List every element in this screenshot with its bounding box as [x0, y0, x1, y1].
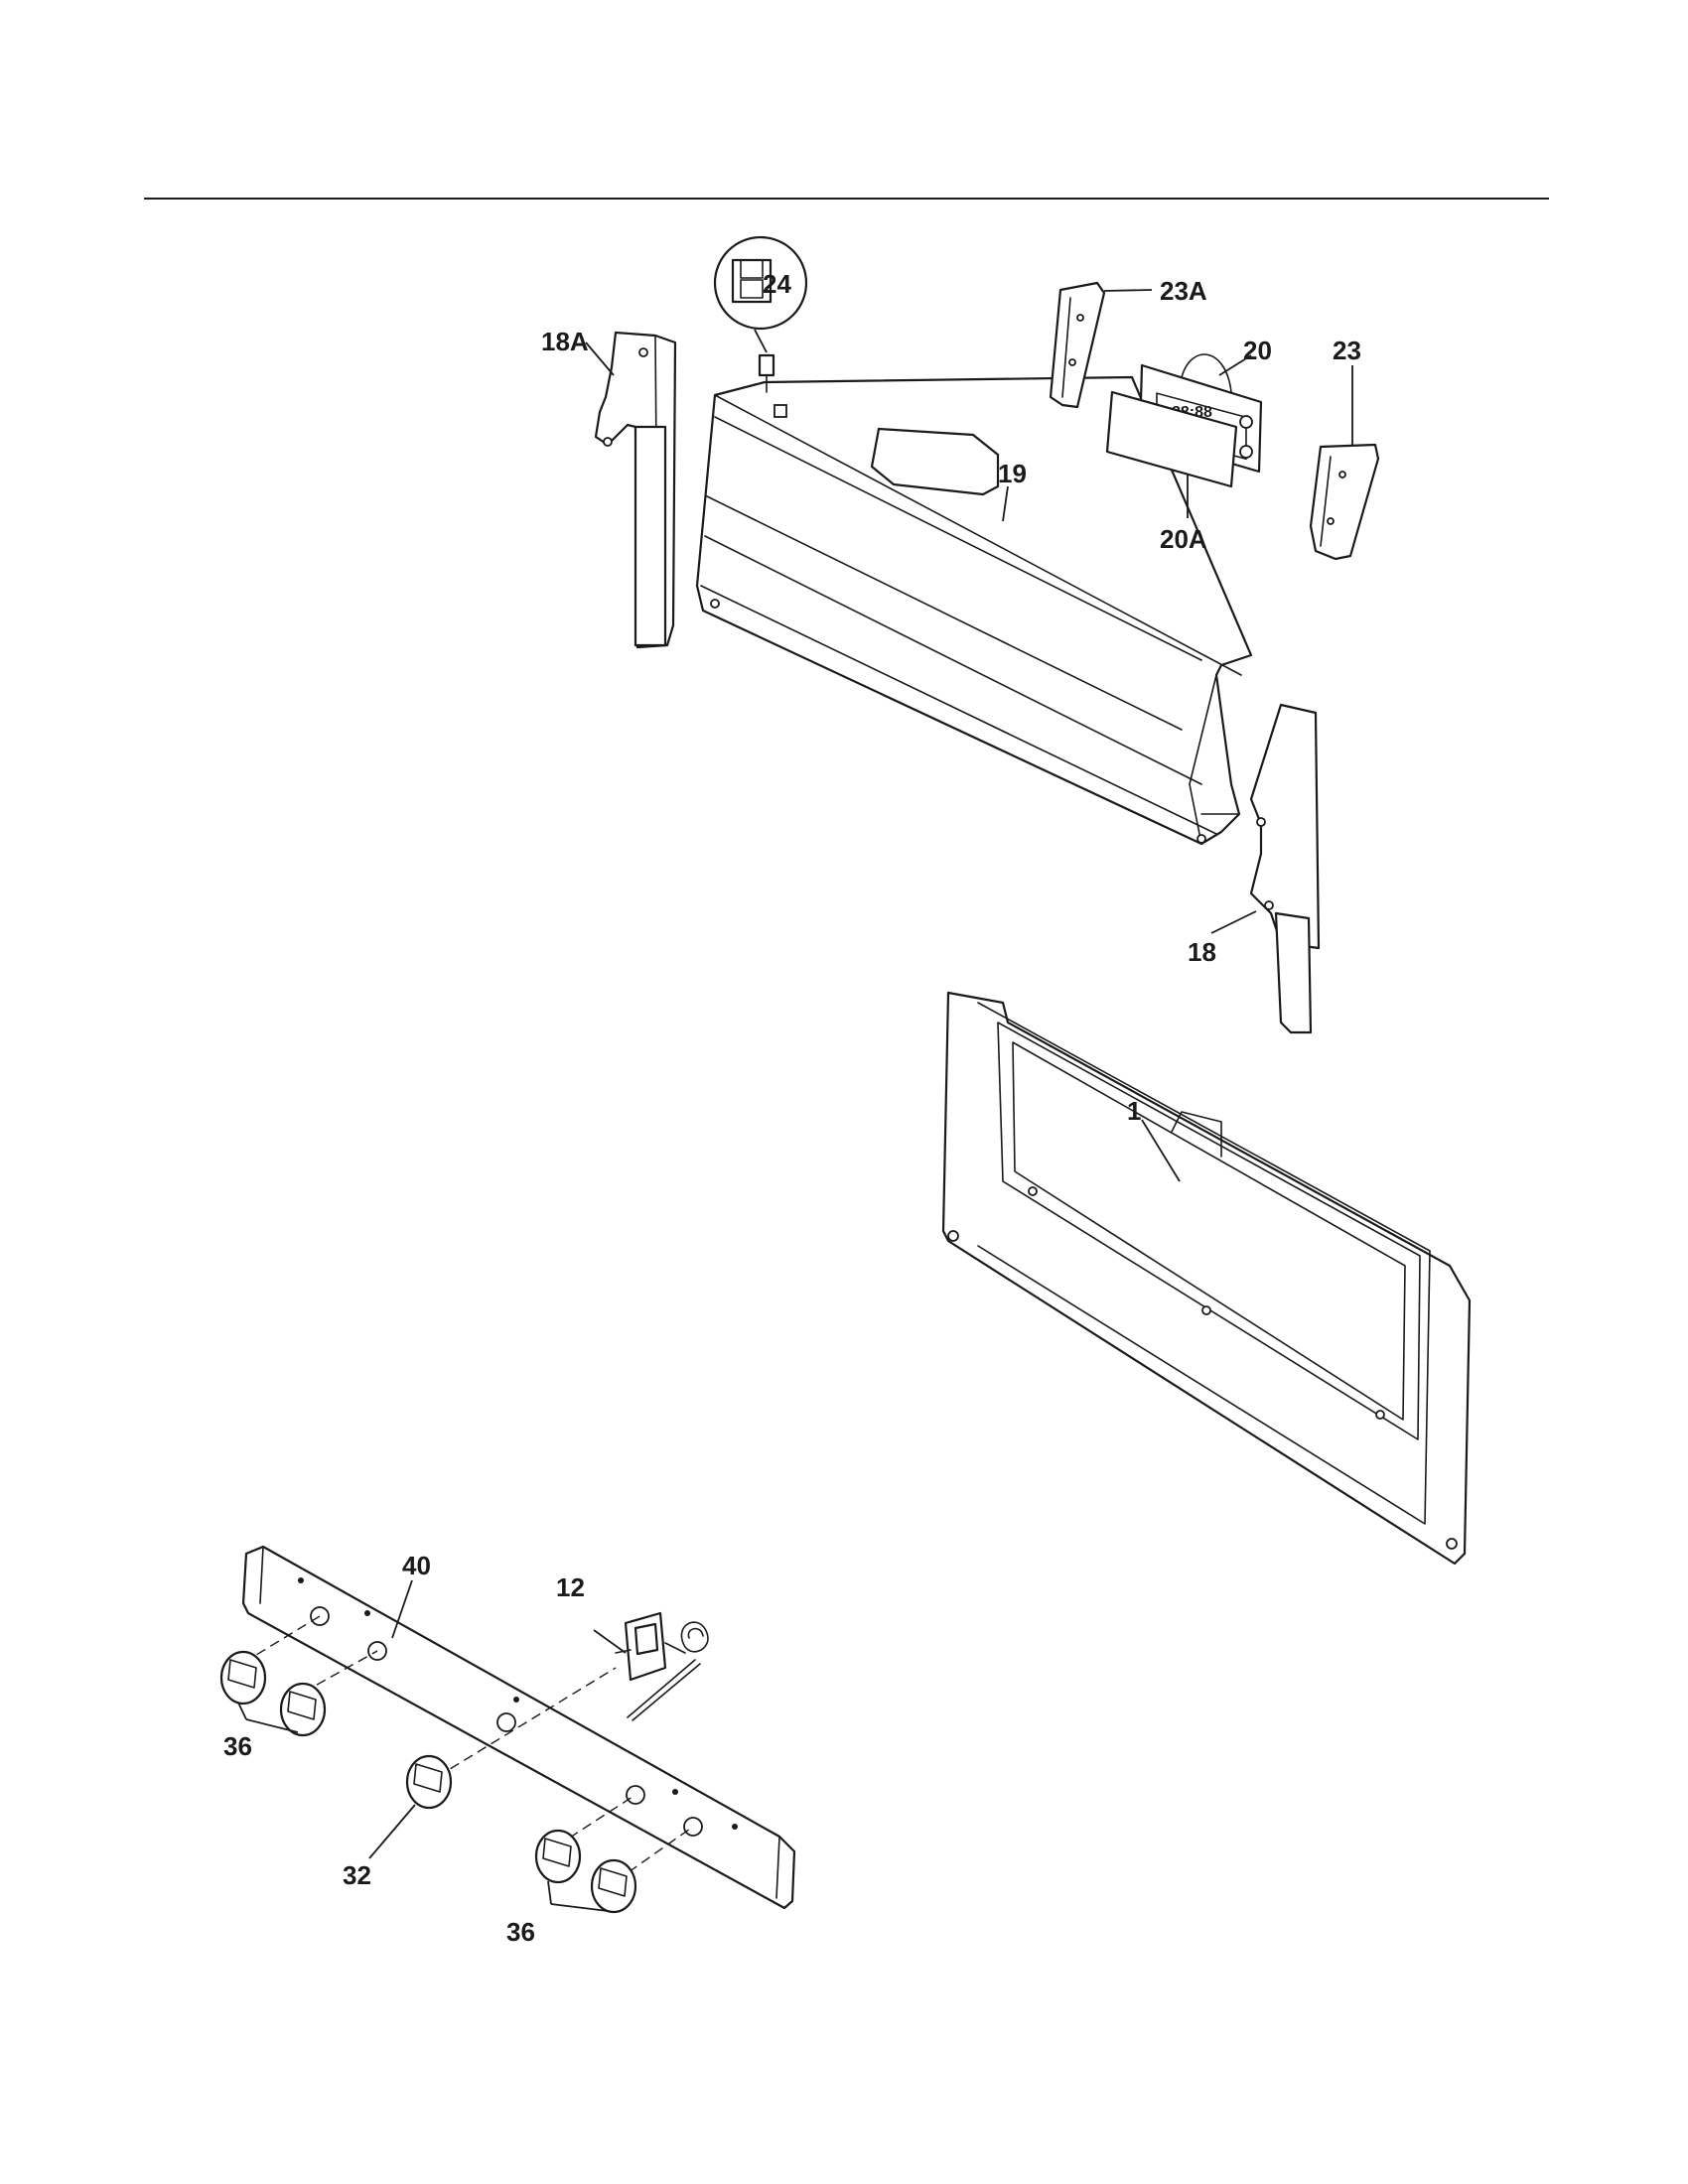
infinite-switch	[615, 1611, 709, 1721]
mounting-bracket-23	[1309, 443, 1380, 561]
callout-23: 23	[1333, 336, 1361, 365]
callout-18a: 18A	[541, 327, 589, 356]
callout-19: 19	[998, 459, 1027, 488]
mounting-bracket-23a	[1049, 281, 1106, 409]
callout-32: 32	[343, 1860, 371, 1890]
side-bracket-left	[594, 331, 677, 649]
rocker-switch	[713, 235, 808, 393]
knob-36-d	[590, 1858, 637, 1914]
leader-lines	[237, 289, 1353, 1912]
control-panel-backguard	[695, 375, 1253, 846]
callout-1: 1	[1127, 1096, 1141, 1126]
callout-23a: 23A	[1160, 276, 1207, 306]
callout-36-right: 36	[506, 1917, 535, 1947]
clock-overlay	[1105, 390, 1238, 488]
callout-40: 40	[402, 1551, 431, 1580]
side-bracket-right	[1249, 703, 1321, 1034]
knob-36-c	[534, 1829, 582, 1884]
callout-20a: 20A	[1160, 524, 1207, 554]
alignment-lines	[242, 1615, 694, 1882]
knob-32	[405, 1754, 453, 1810]
callout-36-left: 36	[223, 1731, 252, 1761]
callout-18: 18	[1188, 937, 1216, 967]
callout-12: 12	[556, 1572, 585, 1602]
knob-36-b	[279, 1682, 327, 1737]
knob-36-a	[219, 1650, 267, 1706]
callout-20: 20	[1243, 336, 1272, 365]
callout-24: 24	[763, 269, 791, 299]
back-panel	[941, 991, 1472, 1566]
